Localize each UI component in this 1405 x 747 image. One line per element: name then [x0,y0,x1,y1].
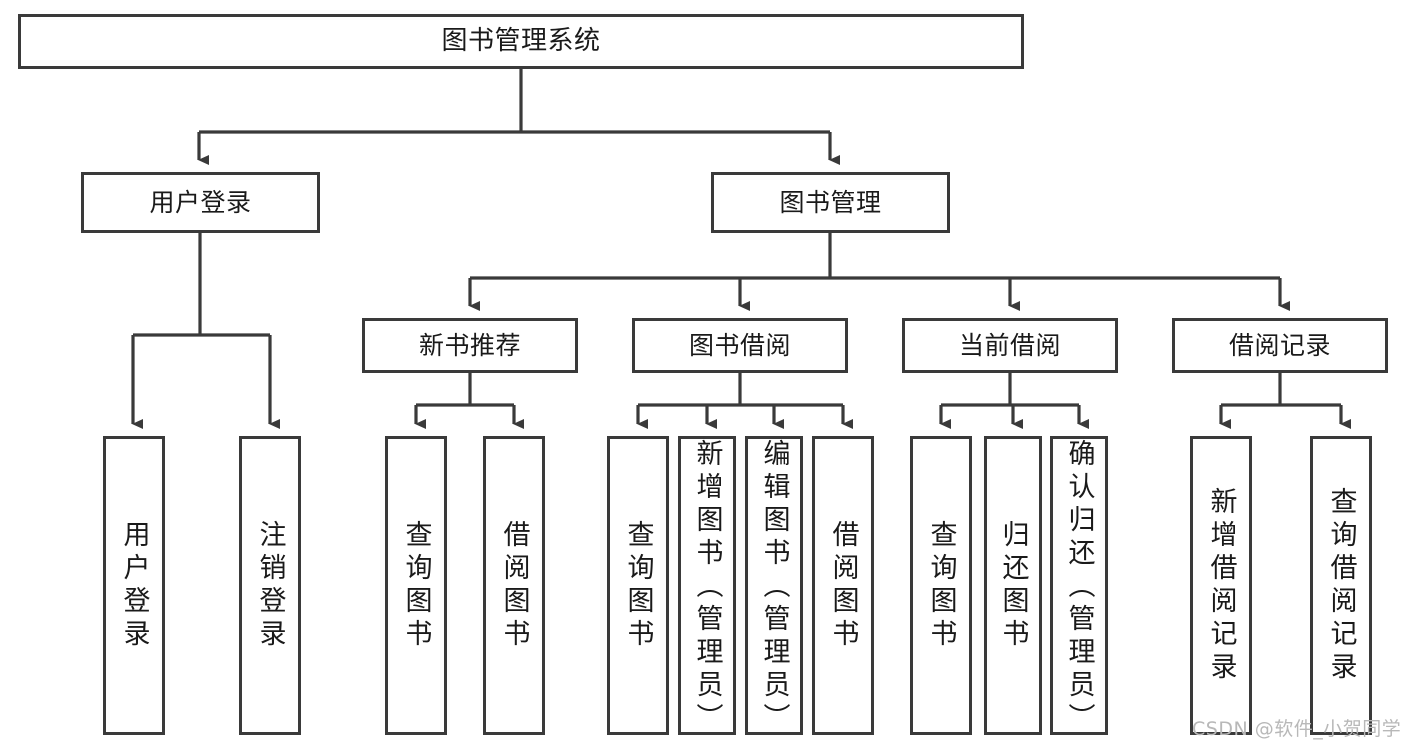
node-root-label: 图书管理系统 [441,26,601,57]
node-leaf-query-book-2[interactable]: 查询图书 [607,436,669,735]
node-current-borrow[interactable]: 当前借阅 [902,318,1118,373]
node-leaf-add-book-label: 新增图书（管理员） [691,439,723,736]
node-book-management[interactable]: 图书管理 [711,172,950,233]
node-leaf-query-book-3-label: 查询图书 [925,519,957,652]
node-leaf-add-book[interactable]: 新增图书（管理员） [678,436,736,736]
node-new-book-recommend-label: 新书推荐 [418,330,521,360]
node-leaf-logout-label: 注销登录 [254,519,286,652]
node-book-borrow[interactable]: 图书借阅 [632,318,848,373]
node-book-borrow-label: 图书借阅 [688,330,791,360]
node-borrow-record-label: 借阅记录 [1228,330,1331,360]
node-leaf-user-login[interactable]: 用户登录 [103,436,165,735]
node-leaf-confirm-return[interactable]: 确认归还（管理员） [1050,436,1108,736]
node-leaf-logout[interactable]: 注销登录 [239,436,301,735]
node-leaf-query-record-label: 查询借阅记录 [1325,486,1357,685]
node-leaf-borrow-book-2[interactable]: 借阅图书 [812,436,874,735]
watermark: CSDN @软件_小贺同学 [1192,718,1402,740]
node-leaf-borrow-book-2-label: 借阅图书 [827,519,859,652]
node-leaf-add-record[interactable]: 新增借阅记录 [1190,436,1252,735]
node-borrow-record[interactable]: 借阅记录 [1172,318,1388,373]
node-leaf-add-record-label: 新增借阅记录 [1205,486,1237,685]
node-leaf-query-book-1-label: 查询图书 [400,519,432,652]
node-current-borrow-label: 当前借阅 [958,330,1061,360]
node-user-login[interactable]: 用户登录 [81,172,320,233]
node-leaf-edit-book-label: 编辑图书（管理员） [758,439,790,736]
node-leaf-borrow-book-1[interactable]: 借阅图书 [483,436,545,735]
node-leaf-confirm-return-label: 确认归还（管理员） [1063,439,1095,736]
node-leaf-query-book-1[interactable]: 查询图书 [385,436,447,735]
node-leaf-query-record[interactable]: 查询借阅记录 [1310,436,1372,735]
node-new-book-recommend[interactable]: 新书推荐 [362,318,578,373]
node-user-login-label: 用户登录 [149,187,252,217]
node-leaf-query-book-2-label: 查询图书 [622,519,654,652]
node-root[interactable]: 图书管理系统 [18,14,1024,69]
node-leaf-user-login-label: 用户登录 [118,519,150,652]
node-book-management-label: 图书管理 [779,187,882,217]
node-leaf-query-book-3[interactable]: 查询图书 [910,436,972,735]
node-leaf-edit-book[interactable]: 编辑图书（管理员） [745,436,803,736]
node-leaf-borrow-book-1-label: 借阅图书 [498,519,530,652]
node-leaf-return-book[interactable]: 归还图书 [984,436,1042,735]
node-leaf-return-book-label: 归还图书 [997,519,1029,652]
